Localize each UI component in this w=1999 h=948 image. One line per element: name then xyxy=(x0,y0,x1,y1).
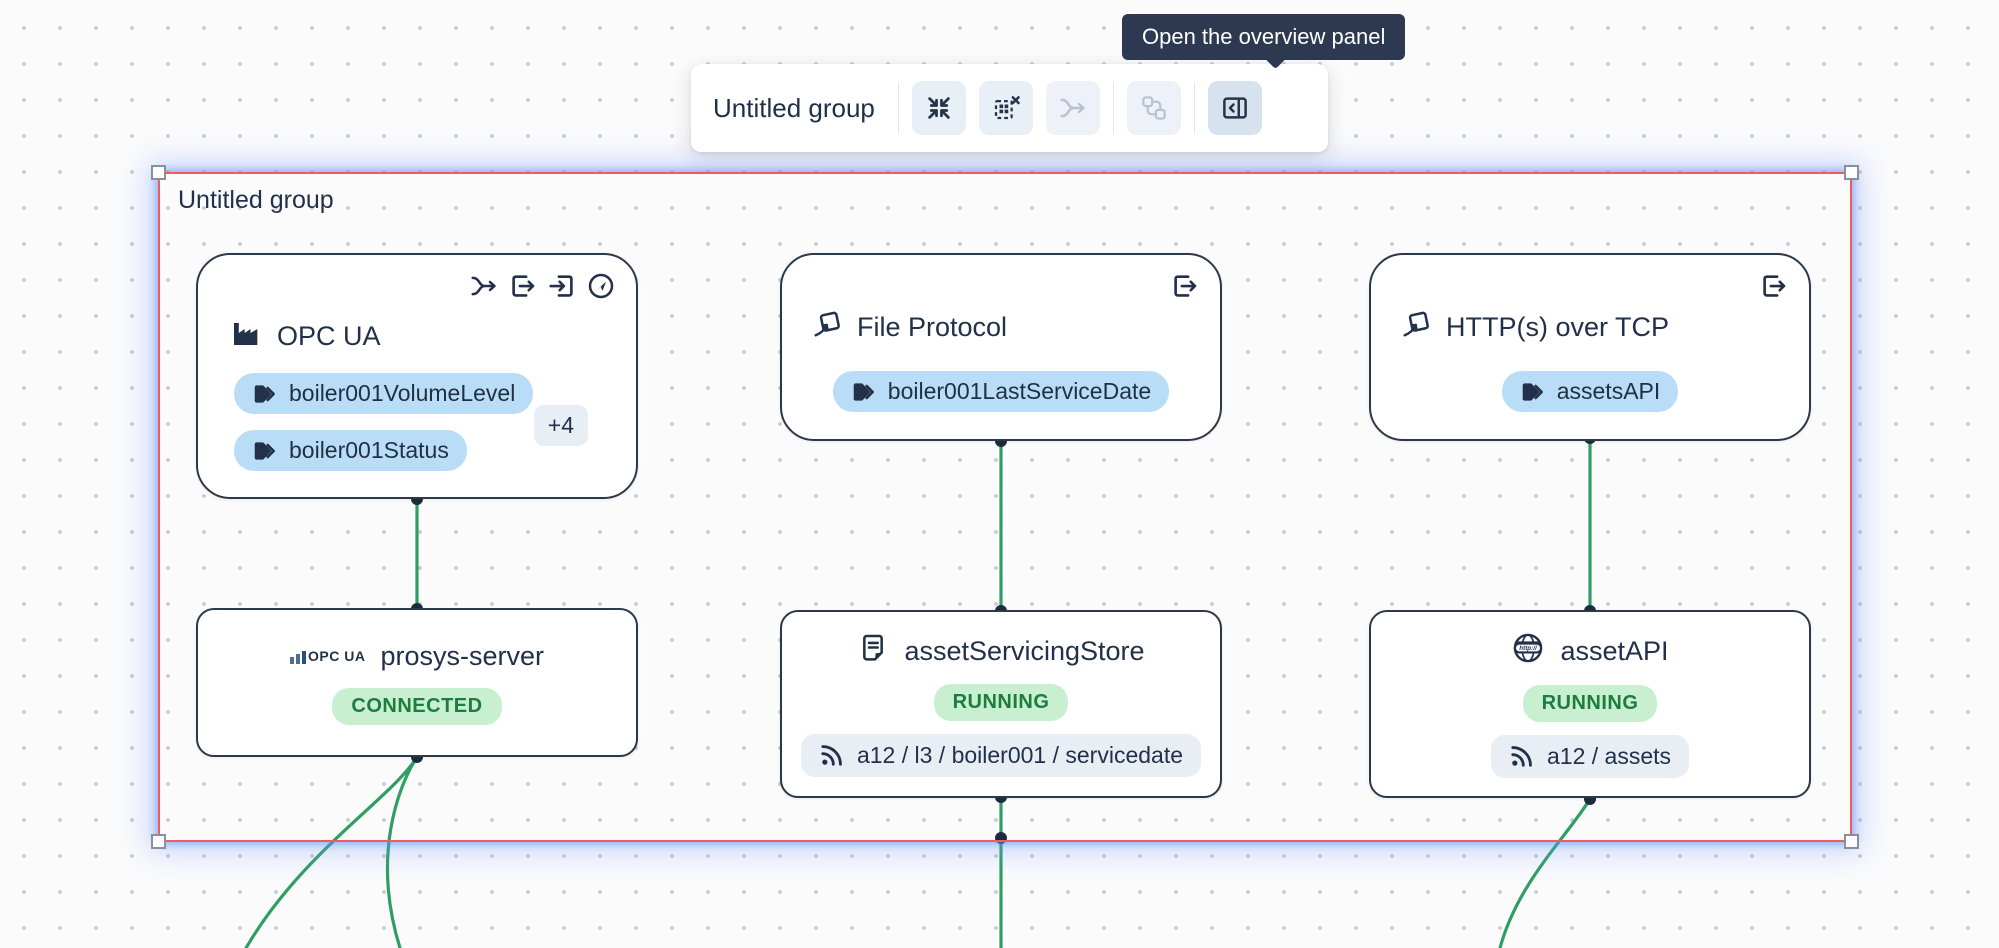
tag-icon xyxy=(1522,382,1543,401)
tag-icon xyxy=(254,384,275,403)
tag-chip: assetsAPI xyxy=(1501,371,1679,412)
ungroup-icon xyxy=(994,96,1020,120)
node-http-over-tcp[interactable]: HTTP(s) over TCP assetsAPI xyxy=(1369,253,1811,441)
rss-icon xyxy=(821,745,842,766)
document-icon xyxy=(857,632,889,671)
protocol-adapter-icon xyxy=(1401,309,1431,346)
group-toolbar: Untitled group xyxy=(691,64,1328,152)
opc-ua-logo-icon: OPC UA xyxy=(290,648,365,664)
toolbar-group-title: Untitled group xyxy=(713,92,875,123)
factory-icon xyxy=(230,317,262,356)
group-label: Untitled group xyxy=(178,186,334,214)
node-asset-api[interactable]: http:// assetAPI RUNNING a12 / assets xyxy=(1369,610,1811,798)
export-box-icon[interactable] xyxy=(1759,271,1789,301)
node-action-icons xyxy=(1759,271,1789,301)
workflow-icon xyxy=(1142,96,1166,120)
collapse-group-icon xyxy=(928,97,950,119)
node-action-icons xyxy=(469,271,616,301)
export-box-icon[interactable] xyxy=(508,271,538,301)
tag-icon xyxy=(853,382,874,401)
node-file-protocol[interactable]: File Protocol boiler001LastServiceDate xyxy=(780,253,1222,441)
group-resize-handle-top-right[interactable] xyxy=(1844,165,1859,180)
node-title: prosys-server xyxy=(380,640,544,671)
group-resize-handle-top-left[interactable] xyxy=(151,165,166,180)
collapse-group-button[interactable] xyxy=(911,81,966,135)
node-action-icons xyxy=(1170,271,1200,301)
tag-label: boiler001LastServiceDate xyxy=(887,378,1152,404)
open-overview-panel-button[interactable] xyxy=(1207,81,1262,135)
node-title: HTTP(s) over TCP xyxy=(1446,312,1670,342)
topic-label: a12 / l3 / boiler001 / servicedate xyxy=(856,741,1184,768)
merge-button[interactable] xyxy=(1045,81,1100,135)
group-resize-handle-bottom-left[interactable] xyxy=(151,834,166,849)
open-overview-panel-icon xyxy=(1223,97,1247,119)
tag-label: assetsAPI xyxy=(1556,378,1661,404)
topic-label: a12 / assets xyxy=(1546,742,1672,769)
protocol-adapter-icon xyxy=(812,309,842,346)
node-asset-servicing-store[interactable]: assetServicingStore RUNNING a12 / l3 / b… xyxy=(780,610,1222,798)
rss-icon xyxy=(1511,746,1532,767)
merge-icon[interactable] xyxy=(469,271,499,301)
workflow-button[interactable] xyxy=(1126,81,1181,135)
tooltip: Open the overview panel xyxy=(1122,14,1406,60)
topic-chip: a12 / l3 / boiler001 / servicedate xyxy=(800,733,1202,777)
http-globe-icon: http:// xyxy=(1511,631,1545,672)
tag-chip: boiler001Status xyxy=(234,430,467,471)
send-circle-icon[interactable] xyxy=(586,271,616,301)
tag-label: boiler001Status xyxy=(289,437,449,463)
tooltip-text: Open the overview panel xyxy=(1142,24,1386,49)
toolbar-divider xyxy=(1112,82,1114,134)
export-box-icon[interactable] xyxy=(1170,271,1200,301)
status-badge: RUNNING xyxy=(933,683,1069,721)
node-title: OPC UA xyxy=(277,321,381,351)
tag-chip: boiler001VolumeLevel xyxy=(234,373,534,414)
http-label: http:// xyxy=(1520,645,1539,652)
status-badge: RUNNING xyxy=(1522,684,1658,722)
node-title: assetAPI xyxy=(1560,635,1669,666)
topic-chip: a12 / assets xyxy=(1490,734,1690,778)
tag-chip: boiler001LastServiceDate xyxy=(832,371,1170,412)
tag-label: boiler001VolumeLevel xyxy=(289,380,516,406)
status-badge: CONNECTED xyxy=(332,687,502,725)
toolbar-divider xyxy=(1193,82,1195,134)
toolbar-divider xyxy=(897,82,899,134)
group-resize-handle-bottom-right[interactable] xyxy=(1844,834,1859,849)
node-title: assetServicingStore xyxy=(904,635,1145,666)
ungroup-button[interactable] xyxy=(978,81,1033,135)
node-title: File Protocol xyxy=(857,312,1008,342)
node-prosys-server[interactable]: OPC UA prosys-server CONNECTED xyxy=(196,608,638,757)
merge-icon xyxy=(1060,98,1085,118)
node-opc-ua[interactable]: OPC UA boiler001VolumeLevel boiler001Sta… xyxy=(196,253,638,499)
group-selection-box[interactable]: Untitled group xyxy=(151,165,1859,849)
import-box-icon[interactable] xyxy=(547,271,577,301)
tag-icon xyxy=(254,441,275,460)
tags-overflow-badge[interactable]: +4 xyxy=(533,405,588,446)
